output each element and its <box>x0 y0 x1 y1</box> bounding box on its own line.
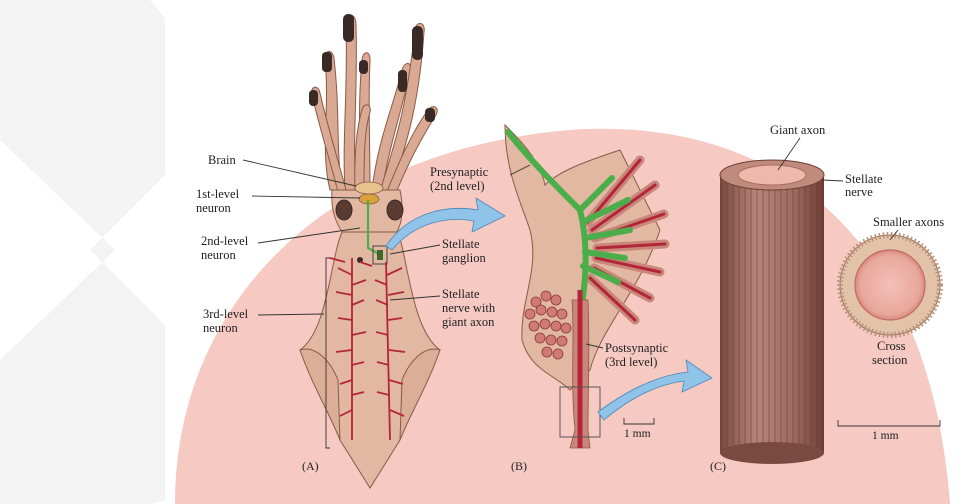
first-level-neuron-label: 1st-level neuron <box>196 187 242 215</box>
giant-axon-label: Giant axon <box>770 123 826 137</box>
panel-c-label: (C) <box>710 459 726 473</box>
stellate-ganglion-label: Stellate ganglion <box>442 237 486 265</box>
stellate-nerve-cylinder <box>720 160 824 464</box>
panel-b-label: (B) <box>511 459 527 473</box>
cross-section-label: Cross section <box>872 339 909 367</box>
watermark-chevron <box>0 0 165 504</box>
scale-label-b: 1 mm <box>624 428 651 440</box>
smaller-axons-label: Smaller axons <box>873 215 944 229</box>
second-level-neuron-label: 2nd-level neuron <box>201 234 251 262</box>
stellate-nerve-label: Stellate nerve <box>845 172 886 199</box>
brain-label: Brain <box>208 153 237 167</box>
cross-section-illustration <box>840 235 940 335</box>
panel-a-label: (A) <box>302 459 319 473</box>
scale-label-c: 1 mm <box>872 430 899 442</box>
presynaptic-label: Presynaptic (2nd level) <box>430 165 491 193</box>
